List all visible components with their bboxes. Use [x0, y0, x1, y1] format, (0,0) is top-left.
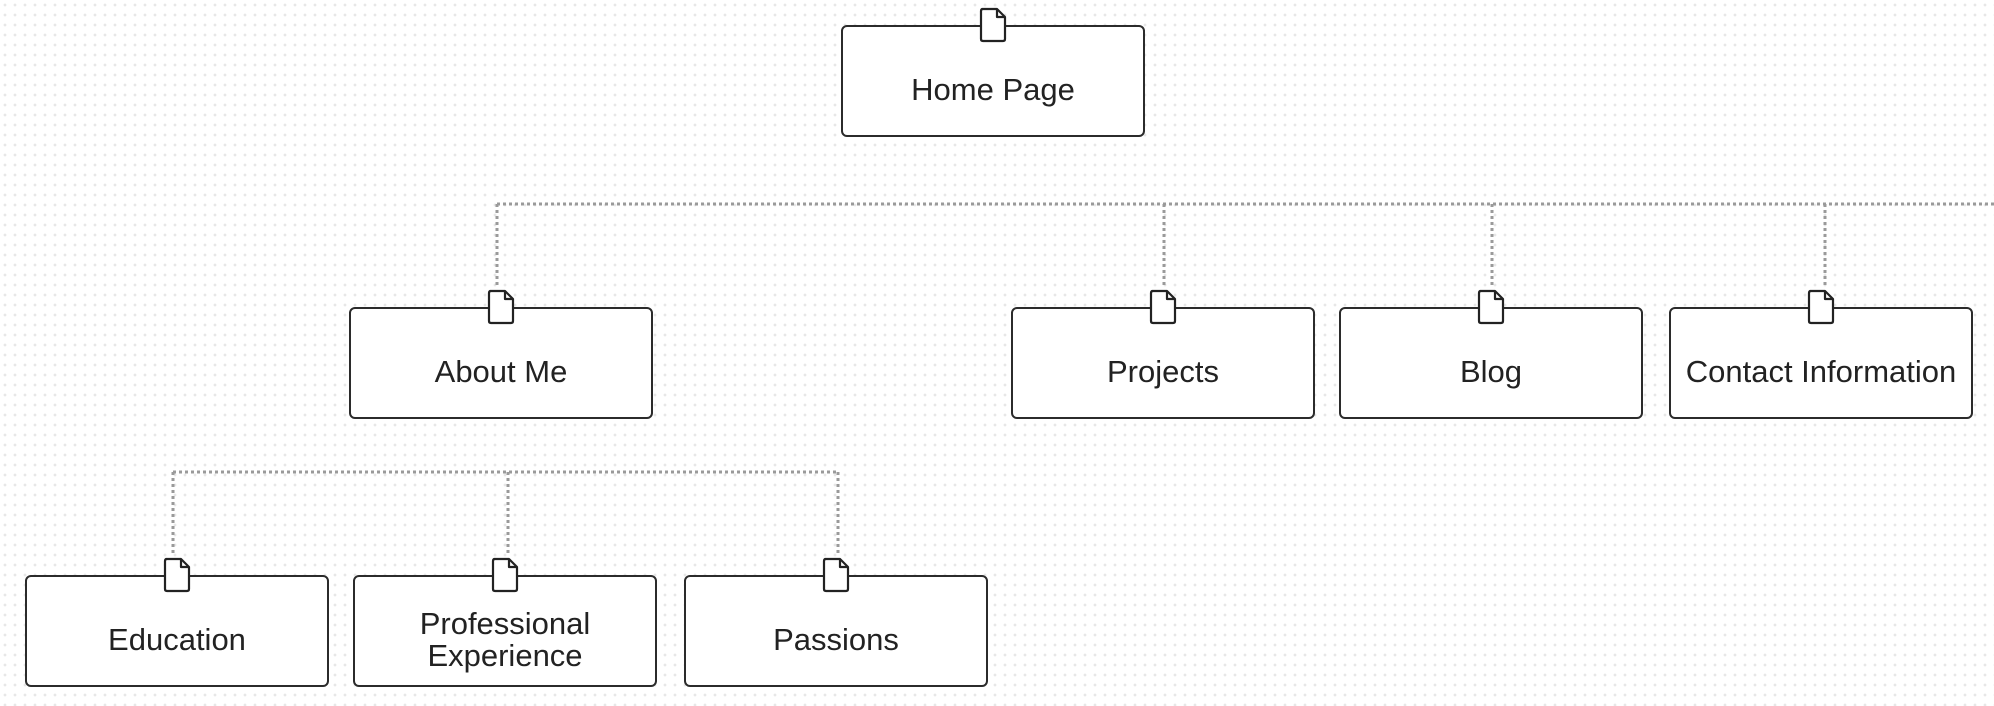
node-passions[interactable]: Passions: [684, 557, 988, 687]
page-icon: [1806, 289, 1836, 325]
node-label: Education: [108, 622, 246, 657]
node-blog[interactable]: Blog: [1339, 289, 1643, 419]
node-about-me[interactable]: About Me: [349, 289, 653, 419]
page-icon: [162, 557, 192, 593]
page-icon: [486, 289, 516, 325]
node-contact-information[interactable]: Contact Information: [1669, 289, 1973, 419]
page-icon: [1476, 289, 1506, 325]
node-label: Home Page: [911, 72, 1075, 107]
node-professional-experience[interactable]: Professional Experience: [353, 557, 657, 687]
page-icon: [978, 7, 1008, 43]
page-icon: [490, 557, 520, 593]
node-projects[interactable]: Projects: [1011, 289, 1315, 419]
node-label: About Me: [434, 354, 568, 389]
node-label: Blog: [1459, 354, 1523, 389]
node-education[interactable]: Education: [25, 557, 329, 687]
node-label: Professional Experience: [419, 606, 591, 673]
node-home-page[interactable]: Home Page: [841, 7, 1145, 137]
node-label: Projects: [1107, 354, 1219, 389]
page-icon: [1148, 289, 1178, 325]
node-label: Contact Information: [1685, 354, 1957, 389]
node-label: Passions: [773, 622, 899, 657]
page-icon: [821, 557, 851, 593]
